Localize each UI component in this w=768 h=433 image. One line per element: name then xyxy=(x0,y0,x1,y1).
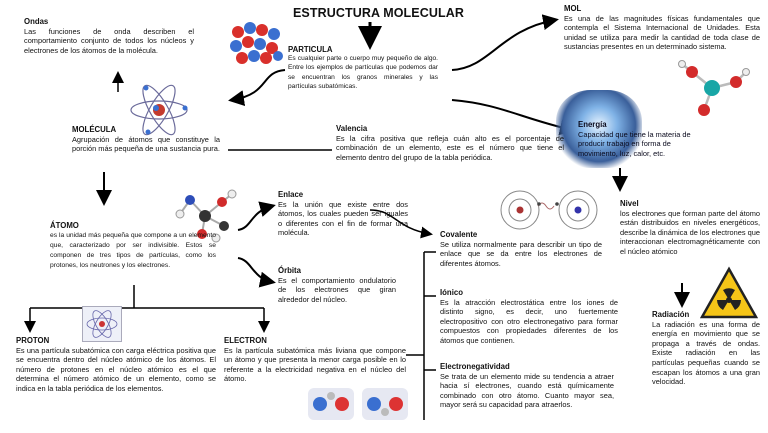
proton-heading: PROTON xyxy=(16,336,50,345)
ondas-block: Ondas Las funciones de onda describen el… xyxy=(24,17,194,55)
atom-orbit-image xyxy=(130,84,188,136)
ionico-block: Iónico Es la atracción electrostática en… xyxy=(440,288,618,346)
page-title: ESTRUCTURA MOLECULAR xyxy=(293,6,464,20)
particula-text: Es cualquier parte o cuerpo muy pequeño … xyxy=(288,55,438,90)
molecula-text: Agrupación de átomos que constituye la p… xyxy=(72,134,220,154)
covalente-block: Covalente Se utiliza normalmente para de… xyxy=(440,230,602,268)
covalent-bond-image xyxy=(500,190,598,230)
proton-text: Es una partícula subatómica con carga el… xyxy=(16,345,216,393)
mol-heading: MOL xyxy=(564,4,582,13)
radiacion-heading: Radiación xyxy=(652,310,690,319)
energy-glow-image xyxy=(556,90,642,168)
proton-atom-image xyxy=(82,306,122,342)
covalente-heading: Covalente xyxy=(440,230,478,239)
nivel-text: los electrones que forman parte del átom… xyxy=(620,208,760,256)
ondas-heading: Ondas xyxy=(24,17,49,26)
arrow-to-mol xyxy=(451,14,559,71)
covalente-text: Se utiliza normalmente para describir un… xyxy=(440,239,602,268)
atomo-block: ÁTOMO es la unidad más pequeña que compo… xyxy=(50,221,216,271)
particula-heading: PARTICULA xyxy=(288,45,333,54)
electron-text: Es la partícula subatómica más liviana q… xyxy=(224,345,406,384)
valencia-block: Valencia Es la cifra positiva que reflej… xyxy=(336,124,564,162)
arrow-to-enlace xyxy=(237,201,276,231)
proton-block: PROTON Es una partícula subatómica con c… xyxy=(16,336,216,394)
arrow-to-molecula xyxy=(228,69,286,107)
enlace-text: Es la unión que existe entre dos átomos,… xyxy=(278,199,408,238)
particula-block: PARTICULA Es cualquier parte o cuerpo mu… xyxy=(288,45,438,91)
ondas-text: Las funciones de onda describen el compo… xyxy=(24,26,194,55)
radiation-hazard-icon xyxy=(700,266,758,319)
mol-block: MOL Es una de las magnitudes físicas fun… xyxy=(564,4,760,52)
electronegatividad-heading: Electronegatividad xyxy=(440,362,510,371)
molecula-heading: MOLÉCULA xyxy=(72,125,117,134)
energia-block: Energía Capacidad que tiene la materia d… xyxy=(578,120,710,158)
mol-molecule-image xyxy=(678,60,750,116)
arrow-to-covalente xyxy=(369,209,433,239)
mol-text: Es una de las magnitudes físicas fundame… xyxy=(564,13,760,52)
orbita-heading: Órbita xyxy=(278,266,301,275)
radiacion-text: La radiación es una forma de energía en … xyxy=(652,319,760,387)
enlace-heading: Enlace xyxy=(278,190,304,199)
electron-block: ELECTRON Es la partícula subatómica más … xyxy=(224,336,406,384)
arrow-to-orbita xyxy=(237,257,276,288)
ionico-text: Es la atracción electrostática entre los… xyxy=(440,297,618,345)
electron-particles-image xyxy=(308,388,408,420)
electronegatividad-block: Electronegatividad Se trata de un elemen… xyxy=(440,362,614,410)
electron-heading: ELECTRON xyxy=(224,336,267,345)
electronegatividad-text: Se trata de un elemento mide su tendenci… xyxy=(440,371,614,410)
orbita-block: Órbita Es el comportamiento ondulatorio … xyxy=(278,266,396,304)
energia-text: Capacidad que tiene la materia de produc… xyxy=(578,129,691,158)
enlace-block: Enlace Es la unión que existe entre dos … xyxy=(278,190,408,238)
nivel-block: Nivel los electrones que forman parte de… xyxy=(620,199,760,257)
orbita-text: Es el comportamiento ondulatorio de los … xyxy=(278,275,396,304)
atomo-text: es la unidad más pequeña que compone a u… xyxy=(50,232,216,270)
ionico-heading: Iónico xyxy=(440,288,463,297)
molecule-model-image xyxy=(175,189,237,243)
valencia-text: Es la cifra positiva que refleja cuán al… xyxy=(336,133,564,162)
energia-heading: Energía xyxy=(578,120,607,129)
particles-cluster-image xyxy=(230,22,283,64)
nivel-heading: Nivel xyxy=(620,199,639,208)
arrow-to-energia xyxy=(451,99,576,136)
radiacion-block: Radiación La radiación es una forma de e… xyxy=(652,310,760,387)
molecula-block: MOLÉCULA Agrupación de átomos que consti… xyxy=(72,125,220,154)
atomo-heading: ÁTOMO xyxy=(50,221,79,230)
valencia-heading: Valencia xyxy=(336,124,368,133)
